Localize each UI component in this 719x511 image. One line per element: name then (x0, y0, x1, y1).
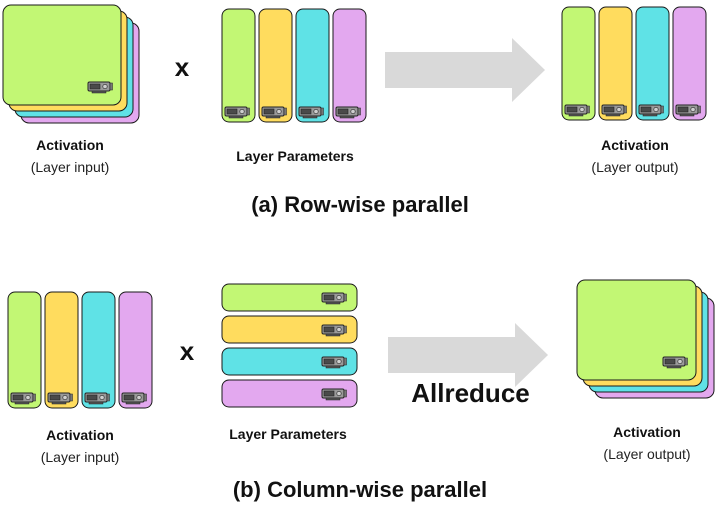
row-output-strip-cyan (635, 6, 670, 121)
col-output-label: Activation (613, 424, 681, 440)
row-output-strip-green (561, 6, 596, 121)
row-params-strip-yellow (258, 8, 293, 123)
row-params-strip-purple (332, 8, 367, 123)
col-input-strip-cyan-gpu-card-icon (84, 392, 110, 405)
col-params-strip-purple-gpu-card-icon (321, 388, 347, 401)
row-input-sublabel: (Layer input) (30, 159, 110, 175)
row-params-label: Layer Parameters (236, 148, 354, 164)
col-params-label: Layer Parameters (229, 426, 347, 442)
row-output-strip-green-gpu-card-icon (564, 104, 590, 117)
row-output-strip-purple-gpu-card-icon (675, 104, 701, 117)
allreduce-label: Allreduce (411, 378, 530, 408)
row-params-strip-cyan-gpu-card-icon (298, 106, 324, 119)
col-output-activation-layer-green (576, 279, 697, 381)
row-params-strip-green-gpu-card-icon (224, 106, 250, 119)
col-input-label: Activation (46, 427, 114, 443)
row-input-activation-layer-green (2, 4, 122, 106)
col-output-activation-gpu-card-icon (662, 356, 688, 369)
col-params-strip-purple (221, 379, 358, 408)
col-params-strip-cyan (221, 347, 358, 376)
col-right-arrow-icon (388, 323, 548, 387)
col-input-strip-purple-gpu-card-icon (121, 392, 147, 405)
col-input-strip-yellow-gpu-card-icon (47, 392, 73, 405)
col-input-sublabel: (Layer input) (40, 449, 120, 465)
row-output-sublabel: (Layer output) (591, 159, 679, 175)
row-input-activation-gpu-card-icon (87, 81, 113, 94)
col-params-strip-cyan-gpu-card-icon (321, 356, 347, 369)
row-params-strip-green (221, 8, 256, 123)
row-params-strip-cyan (295, 8, 330, 123)
row-output-label: Activation (601, 137, 669, 153)
row-output-strip-yellow-gpu-card-icon (601, 104, 627, 117)
row-params-strip-purple-gpu-card-icon (335, 106, 361, 119)
col-input-strip-yellow (44, 291, 79, 409)
row-wise-caption: (a) Row-wise parallel (251, 192, 469, 217)
col-params-strip-yellow-gpu-card-icon (321, 324, 347, 337)
col-input-strip-green (7, 291, 42, 409)
col-params-strip-green (221, 283, 358, 312)
row-output-strip-purple (672, 6, 707, 121)
col-input-strip-green-gpu-card-icon (10, 392, 36, 405)
row-output-strip-cyan-gpu-card-icon (638, 104, 664, 117)
multiply-symbol-a: x (174, 52, 190, 82)
col-input-strip-cyan (81, 291, 116, 409)
col-params-strip-green-gpu-card-icon (321, 292, 347, 305)
multiply-symbol-b: x (179, 336, 195, 366)
col-output-sublabel: (Layer output) (603, 446, 691, 462)
row-right-arrow-icon (385, 38, 545, 102)
col-params-strip-yellow (221, 315, 358, 344)
row-output-strip-yellow (598, 6, 633, 121)
column-wise-caption: (b) Column-wise parallel (232, 477, 488, 502)
row-input-label: Activation (36, 137, 104, 153)
row-params-strip-yellow-gpu-card-icon (261, 106, 287, 119)
col-input-strip-purple (118, 291, 153, 409)
